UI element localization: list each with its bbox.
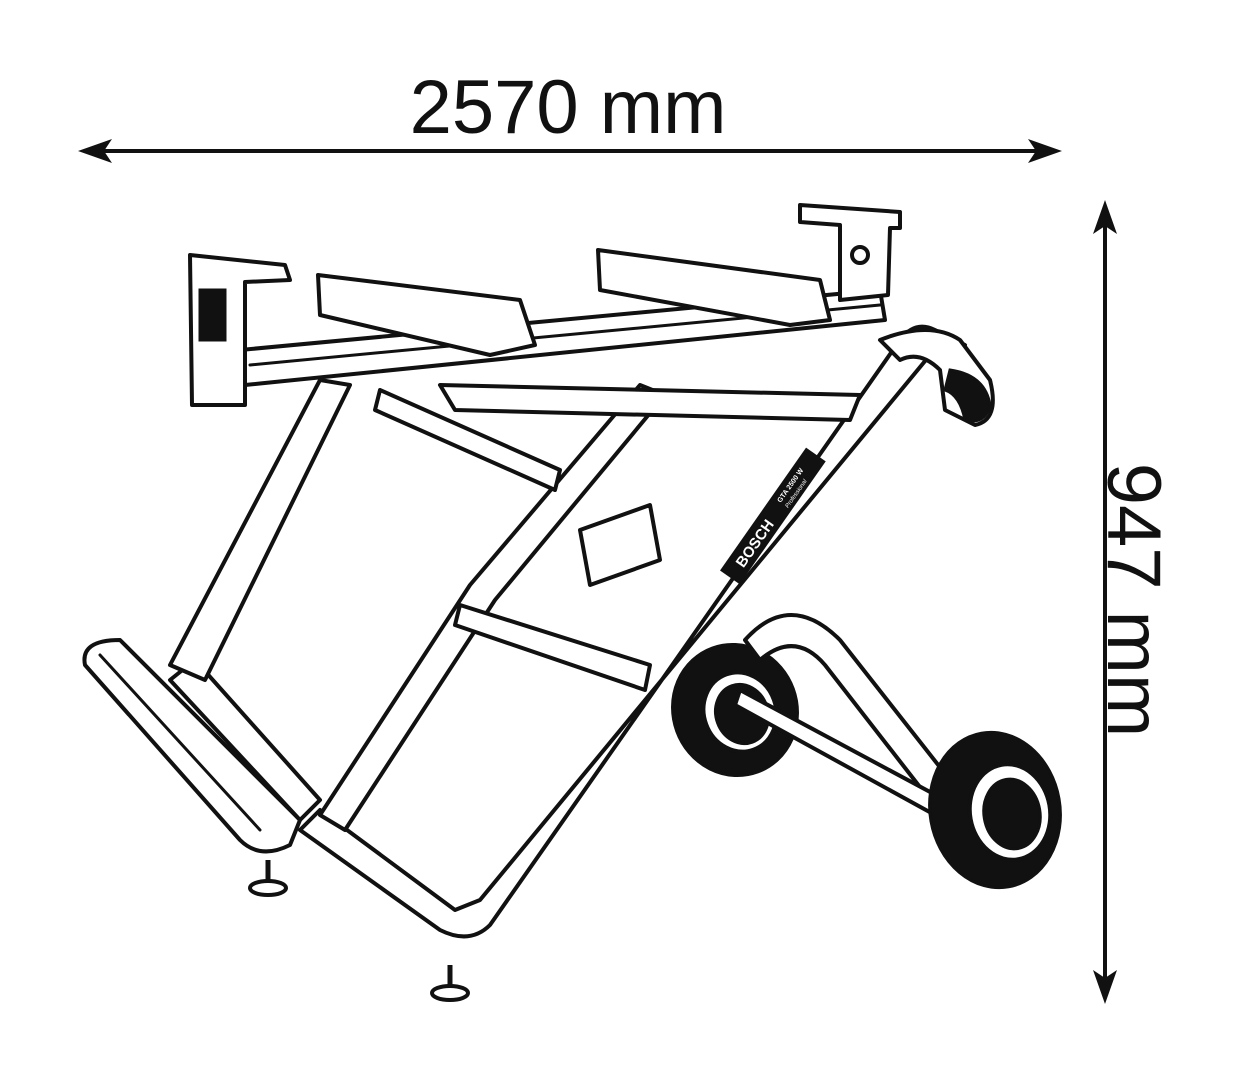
leveling-foot (248, 860, 288, 897)
height-label: 947 mm (1091, 463, 1176, 738)
width-dimension-arrow (78, 139, 1062, 163)
width-label: 2570 mm (410, 65, 727, 150)
brand-plate: BOSCH GTA 2500 W Professional (720, 447, 826, 585)
miter-saw-stand: BOSCH GTA 2500 W Professional (82, 203, 1062, 1002)
height-dimension-arrow (1093, 200, 1117, 1004)
leveling-foot (430, 965, 470, 1002)
rear-wheel (671, 642, 799, 778)
front-wheel (928, 730, 1062, 890)
